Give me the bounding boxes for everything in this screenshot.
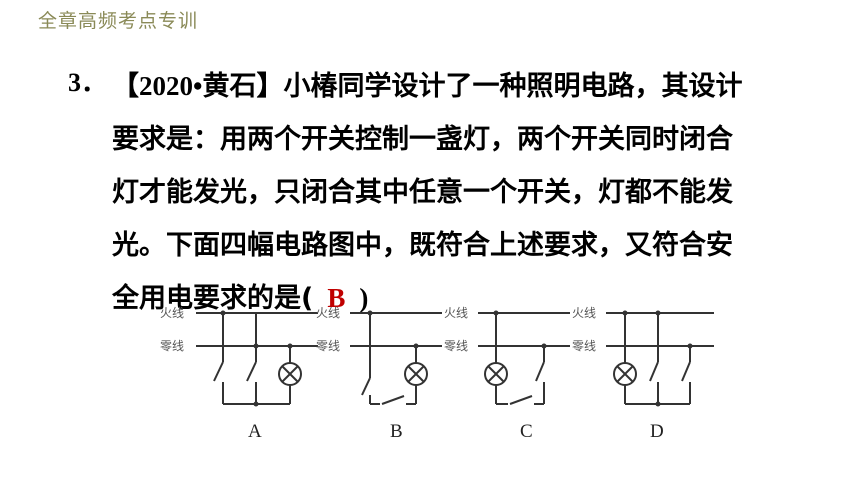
switch-b2 [381,395,405,405]
question-line-3: 灯才能发光，只闭合其中任意一个开关，灯都不能发 [112,177,733,208]
switch-c2 [535,361,545,382]
circuit-b: 火线 零线 B [316,306,442,442]
switch-c1 [509,395,533,405]
lamp-d-cross2 [616,365,634,383]
page-header: 全章高频考点专训 [38,10,199,32]
circuit-a: 火线 零线 A [160,306,318,442]
live-wire-label-d: 火线 [572,306,596,320]
neutral-wire-label-c: 零线 [444,339,468,353]
answer-mark: B [327,283,346,313]
question-number: 3． [68,68,108,97]
circuit-c: 火线 零线 C [444,306,570,442]
lamp-b-cross2 [407,365,425,383]
circuit-d: 火线 零线 D [572,306,714,442]
neutral-wire-label-d: 零线 [572,339,596,353]
option-label-b: B [390,421,403,442]
neutral-wire-label-b: 零线 [316,339,340,353]
close-paren: ) [359,283,369,313]
neutral-wire-label-a: 零线 [160,339,184,353]
switch-a1 [213,361,224,382]
switch-b1 [361,377,371,396]
question-text: 【2020•黄石】小椿同学设计了一种照明电路，其设计 要求是：用两个开关控制一盏… [112,60,812,325]
lamp-c-cross2 [487,365,505,383]
question-line-5: 全用电要求的是( B) [112,272,812,325]
switch-d1 [649,361,659,382]
question-line-2: 要求是：用两个开关控制一盏灯，两个开关同时闭合 [112,124,733,155]
question-line-5-text: 全用电要求的是( [112,283,314,314]
live-wire-label-a: 火线 [160,306,184,320]
question-source: 【2020•黄石】 [112,71,284,101]
option-label-a: A [248,421,262,442]
switch-d2 [681,361,691,382]
switch-a2 [246,361,257,382]
live-wire-label-b: 火线 [316,306,340,320]
lamp-a-cross2 [281,365,299,383]
live-wire-label-c: 火线 [444,306,468,320]
option-label-d: D [650,421,664,442]
question-line-1: 【2020•黄石】小椿同学设计了一种照明电路，其设计 [112,60,812,113]
question-line-4: 光。下面四幅电路图中，既符合上述要求，又符合安 [112,230,733,261]
question-line-1-text: 小椿同学设计了一种照明电路，其设计 [283,71,743,102]
option-label-c: C [520,421,533,442]
